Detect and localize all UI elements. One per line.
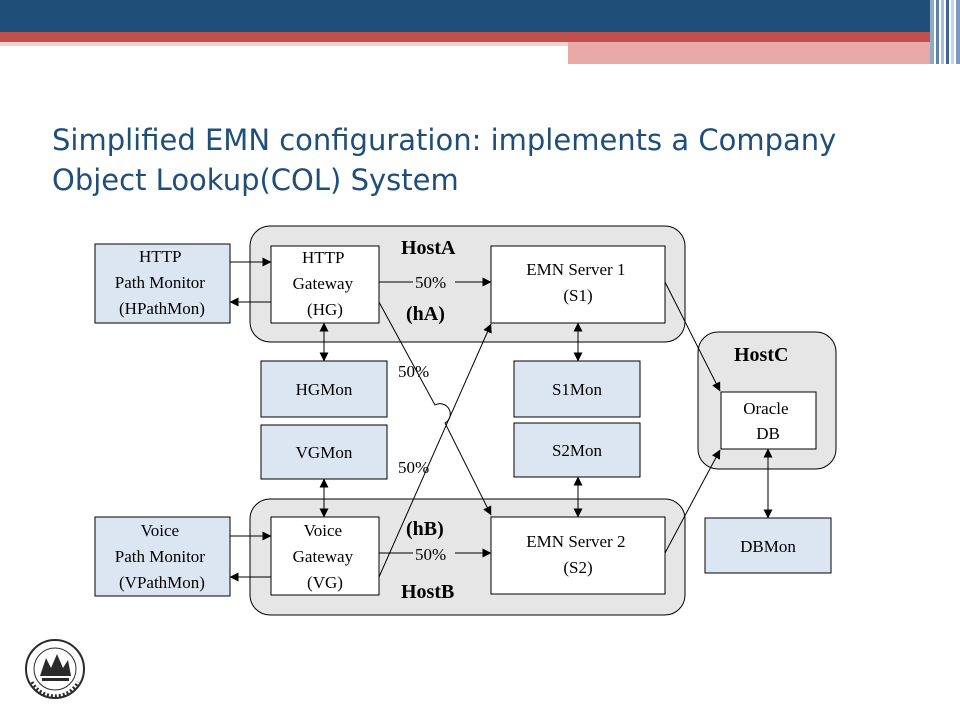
header-band-dark bbox=[0, 0, 930, 32]
header-band-red bbox=[0, 32, 930, 42]
oracle-db-label: Oracle DB bbox=[743, 399, 793, 443]
http-path-monitor-box bbox=[94, 243, 231, 324]
s2mon-box bbox=[513, 422, 641, 478]
header-band-pink bbox=[568, 42, 930, 64]
hg-to-s2-arrow bbox=[378, 301, 492, 516]
hgmon-label: HGMon bbox=[296, 380, 353, 399]
vgmon-box bbox=[260, 424, 388, 480]
voice-gateway-box bbox=[270, 516, 380, 596]
host-a-tag: (hA) bbox=[406, 303, 445, 325]
dbmon-label: DBMon bbox=[740, 537, 796, 556]
s1mon-box bbox=[513, 360, 641, 418]
emn-server-2-label: EMN Server 2 (S2) bbox=[526, 532, 629, 577]
oracle-db-box bbox=[720, 391, 817, 450]
host-b-label: HostB bbox=[401, 581, 454, 603]
emn-server-2-box bbox=[490, 516, 666, 595]
s2-to-oracle-arrow bbox=[664, 449, 721, 554]
s1mon-label: S1Mon bbox=[552, 380, 603, 399]
university-logo-icon bbox=[25, 639, 85, 699]
header-band bbox=[0, 0, 960, 64]
hg-to-s2-percent: 50% bbox=[398, 362, 429, 381]
s2mon-label: S2Mon bbox=[552, 441, 603, 460]
host-c-label: HostC bbox=[734, 344, 788, 366]
header-band-light bbox=[0, 42, 568, 46]
s1-to-oracle-arrow bbox=[664, 281, 721, 392]
vg-to-s1-percent: 50% bbox=[398, 458, 429, 477]
dbmon-box bbox=[704, 517, 832, 574]
slide-title: Simplified EMN configuration: implements… bbox=[52, 120, 932, 200]
hg-to-s1-percent: 50% bbox=[415, 273, 446, 292]
http-gateway-box bbox=[270, 245, 380, 324]
http-path-monitor-label: HTTP Path Monitor (HPathMon) bbox=[115, 247, 209, 318]
voice-path-monitor-box bbox=[94, 516, 231, 597]
vg-to-s2-percent: 50% bbox=[415, 545, 446, 564]
slide-title-line-1: Simplified EMN configuration: implements… bbox=[52, 123, 837, 157]
vg-to-s1-arrow bbox=[378, 323, 492, 578]
host-b-tag: (hB) bbox=[406, 518, 444, 540]
emn-server-1-box bbox=[490, 245, 666, 324]
vgmon-label: VGMon bbox=[296, 443, 353, 462]
slide-title-line-2: Object Lookup(COL) System bbox=[52, 163, 459, 197]
voice-path-monitor-label: Voice Path Monitor (VPathMon) bbox=[115, 521, 209, 592]
http-gateway-label: HTTP Gateway (HG) bbox=[293, 248, 358, 319]
host-a-label: HostA bbox=[401, 237, 456, 259]
header-stripes bbox=[930, 0, 960, 64]
emn-server-1-label: EMN Server 1 (S1) bbox=[526, 260, 629, 305]
hgmon-box bbox=[260, 360, 388, 418]
voice-gateway-label: Voice Gateway (VG) bbox=[293, 521, 358, 592]
